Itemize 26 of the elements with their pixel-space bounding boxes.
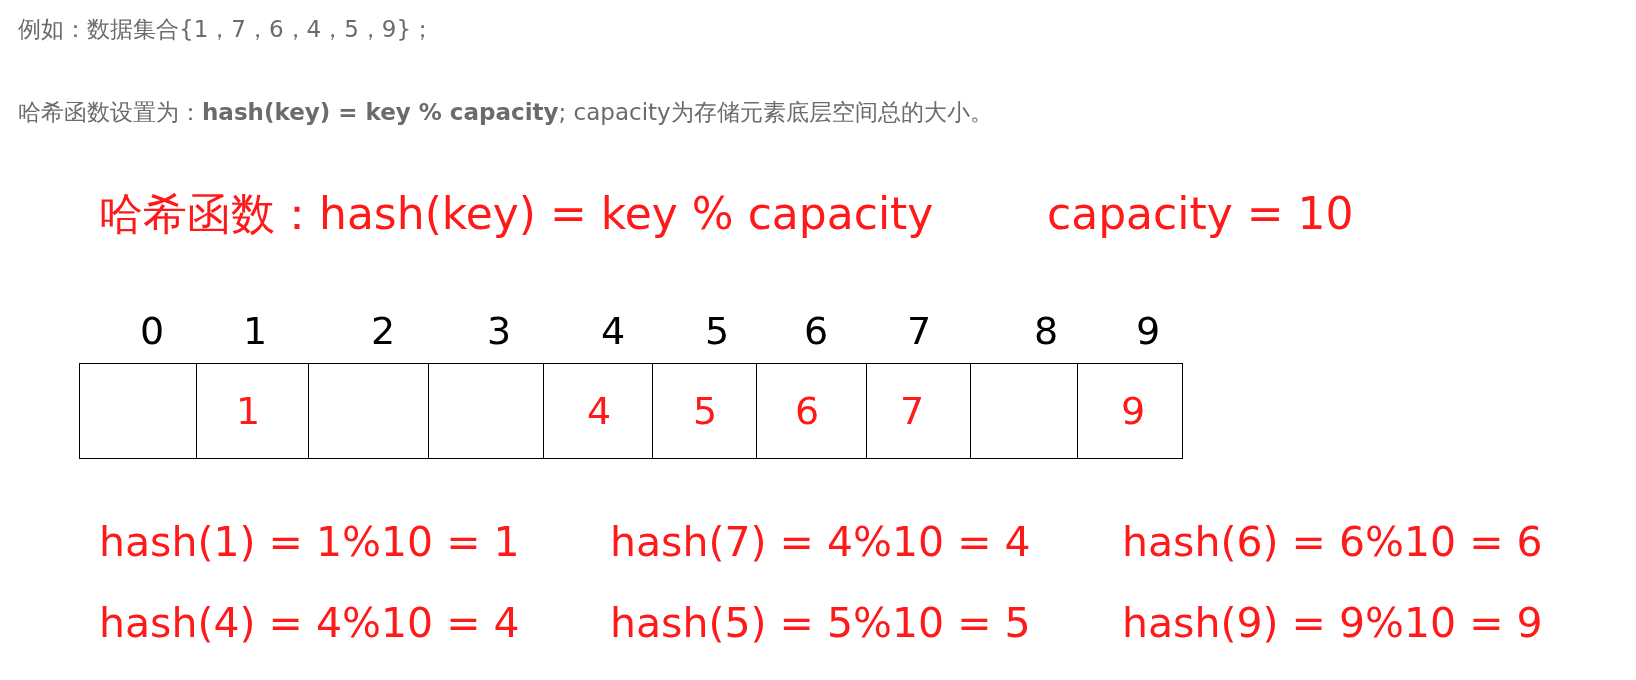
index-number: 9	[1136, 312, 1161, 350]
index-number: 8	[1034, 312, 1059, 350]
hash-calculation: hash(5) = 5%10 = 5	[610, 603, 1031, 644]
hash-calculation: hash(7) = 4%10 = 4	[610, 522, 1031, 563]
index-number: 6	[804, 312, 829, 350]
capacity-note: capacity = 10	[1047, 192, 1354, 236]
text-line: 哈希函数设置为：hash(key) = key % capacity; capacity为存储元素底层空间总的大小。	[18, 101, 993, 124]
cell-value: 4	[585, 392, 613, 430]
hash-calculation: hash(9) = 9%10 = 9	[1122, 603, 1543, 644]
formula-heading: 哈希函数：hash(key) = key % capacity	[99, 192, 934, 236]
index-number: 0	[140, 312, 165, 350]
index-number: 1	[243, 312, 268, 350]
text-line: 例如：数据集合{1，7，6，4，5，9}；	[18, 18, 435, 41]
index-number: 3	[487, 312, 512, 350]
index-number: 7	[907, 312, 932, 350]
cell-value: 7	[898, 392, 926, 430]
hash-calculation: hash(6) = 6%10 = 6	[1122, 522, 1543, 563]
index-number: 4	[601, 312, 626, 350]
cell-value: 9	[1119, 392, 1147, 430]
cell-value: 5	[691, 392, 719, 430]
index-number: 2	[371, 312, 396, 350]
cell-value: 6	[793, 392, 821, 430]
hash-calculation: hash(1) = 1%10 = 1	[99, 522, 520, 563]
cell-value: 1	[234, 392, 262, 430]
hash-calculation: hash(4) = 4%10 = 4	[99, 603, 520, 644]
index-number: 5	[705, 312, 730, 350]
